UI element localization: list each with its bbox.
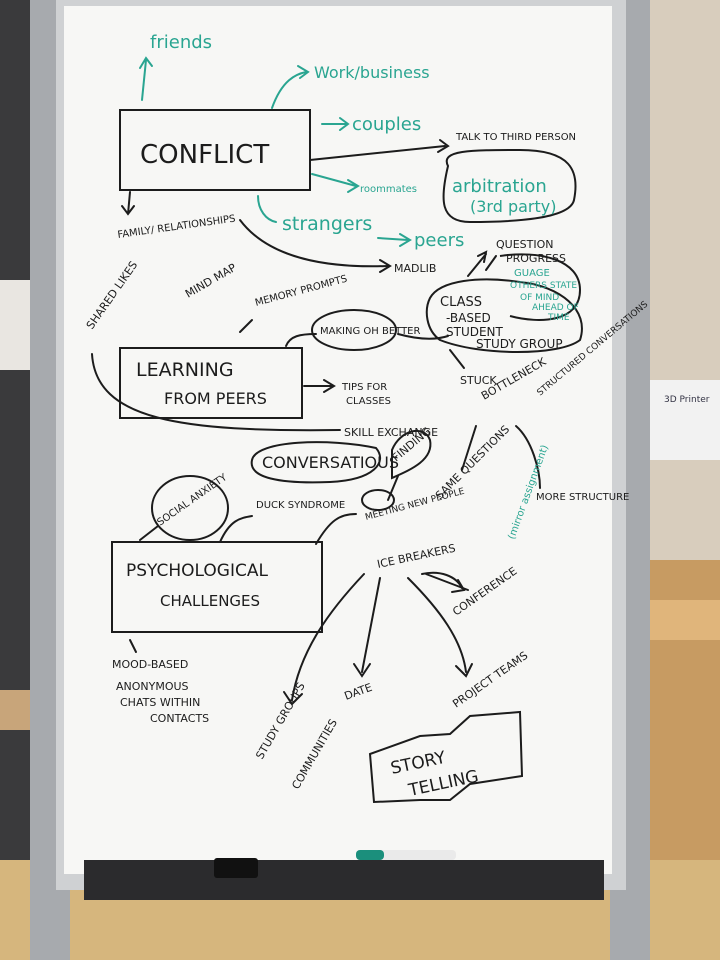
psych-label-2: CHALLENGES bbox=[160, 592, 260, 610]
learning-box bbox=[119, 347, 303, 419]
printer-sign-text: 3D Printer bbox=[664, 395, 710, 405]
arrow-study-groups bbox=[291, 573, 365, 701]
learning-label-2: FROM PEERS bbox=[164, 389, 267, 408]
arrow-madlib bbox=[239, 219, 389, 268]
conversations-label: CONVERSATIOUS bbox=[262, 453, 399, 472]
conflict-label: CONFLICT bbox=[140, 140, 269, 170]
line-to-class bbox=[397, 333, 449, 340]
arrow-project bbox=[407, 577, 467, 673]
mood-label: MOOD-BASED bbox=[112, 658, 188, 671]
marker-cap bbox=[356, 850, 384, 860]
class-based-bubble bbox=[425, 278, 583, 353]
ahead-label: AHEAD OF bbox=[532, 303, 579, 313]
arrow-work bbox=[271, 65, 310, 109]
conflict-teal-strokes bbox=[139, 56, 577, 247]
arrow-tips bbox=[303, 379, 336, 393]
of-mind-label: OF MIND bbox=[520, 293, 559, 303]
time-label: TIME bbox=[547, 313, 570, 323]
conflict-box bbox=[119, 109, 311, 191]
arrow-meeting-line bbox=[315, 513, 357, 545]
arrow-social bbox=[139, 525, 159, 541]
roommates-label: roommates bbox=[360, 184, 417, 195]
psych-box bbox=[111, 541, 323, 633]
arrowhead-date bbox=[353, 663, 371, 678]
arrow-skill-exchange bbox=[91, 353, 341, 432]
arrow-family bbox=[121, 191, 135, 216]
arbitration-label: arbitration bbox=[452, 176, 547, 197]
arrow-roommates bbox=[311, 173, 360, 193]
making-better-bubble bbox=[311, 309, 397, 351]
arrow-progress bbox=[485, 255, 497, 271]
guage-label: GUAGE bbox=[514, 268, 550, 279]
arrow-strangers bbox=[257, 195, 277, 223]
arbitration-bubble bbox=[442, 148, 577, 224]
arrow-question bbox=[467, 250, 488, 277]
chats-label: CHATS WITHIN bbox=[120, 696, 200, 709]
anonymous-label: ANONYMOUS bbox=[116, 680, 189, 693]
arrowhead-study bbox=[283, 691, 303, 706]
arrow-friends bbox=[139, 56, 153, 101]
making-better-label: MAKING OH BETTER bbox=[320, 326, 420, 337]
right-wall bbox=[640, 0, 720, 620]
arrow-memory bbox=[239, 319, 253, 333]
arrow-peers bbox=[377, 233, 412, 247]
arrow-mood bbox=[129, 639, 137, 653]
class-label-3: STUDENT bbox=[446, 325, 504, 339]
arbitration-sub-label: (3rd party) bbox=[470, 197, 556, 216]
arrow-same-questions bbox=[461, 425, 477, 471]
guage-bracket bbox=[499, 253, 582, 321]
others-state-label: OTHERS STATE bbox=[510, 281, 577, 291]
learning-strokes bbox=[91, 250, 583, 501]
class-label-1: CLASS bbox=[440, 295, 482, 310]
work-label: Work/business bbox=[314, 63, 430, 82]
progress-label: PROGRESS bbox=[506, 252, 566, 265]
arrow-duck bbox=[219, 515, 253, 543]
arrow-date bbox=[361, 577, 381, 673]
learning-teal-strokes bbox=[499, 253, 582, 321]
friends-label: friends bbox=[150, 32, 212, 53]
conflict-strokes bbox=[119, 109, 450, 273]
madlib-label: MADLIB bbox=[394, 262, 436, 275]
psych-strokes bbox=[111, 441, 524, 804]
marker-tray bbox=[84, 860, 604, 900]
eraser bbox=[214, 858, 258, 878]
social-anxiety-bubble bbox=[151, 475, 229, 541]
arrow-stuck bbox=[449, 349, 465, 369]
arrow-meeting bbox=[387, 475, 399, 501]
more-structure-label: MORE STRUCTURE bbox=[536, 492, 629, 503]
contacts-label: CONTACTS bbox=[150, 712, 209, 725]
stuck-label: STUCK bbox=[460, 374, 497, 387]
conversations-bubble bbox=[250, 441, 382, 484]
class-label-4: STUDY GROUP bbox=[476, 337, 563, 351]
question-label: QUESTION bbox=[496, 238, 554, 251]
arrowhead-talk-third bbox=[437, 139, 450, 153]
class-label-2: -BASED bbox=[446, 311, 491, 325]
learning-label-1: LEARNING bbox=[136, 359, 234, 381]
arrow-couples bbox=[321, 117, 350, 131]
arrow-more-structure bbox=[515, 425, 541, 489]
arrowhead-conference bbox=[451, 579, 466, 593]
table-top bbox=[640, 600, 720, 640]
strangers-label: strangers bbox=[282, 213, 372, 235]
talk-third-label: TALK TO THIRD PERSON bbox=[455, 132, 576, 143]
arrowhead-madlib bbox=[379, 259, 392, 273]
story-telling-shape bbox=[368, 710, 524, 804]
psych-label-1: PSYCHOLOGICAL bbox=[126, 561, 268, 581]
couples-label: couples bbox=[352, 114, 421, 135]
peers-label: peers bbox=[414, 230, 464, 251]
printer-sign bbox=[650, 380, 720, 460]
arrowhead-project bbox=[455, 663, 473, 678]
finding-bubble bbox=[391, 429, 432, 480]
tips-label-2: CLASSES bbox=[346, 396, 391, 407]
arrow-talk-third bbox=[309, 145, 446, 161]
duck-label: DUCK SYNDROME bbox=[256, 500, 345, 511]
skill-exchange-label: SKILL EXCHANGE bbox=[344, 426, 438, 439]
meeting-bubble bbox=[361, 489, 395, 511]
tips-label-1: TIPS FOR bbox=[341, 382, 387, 393]
